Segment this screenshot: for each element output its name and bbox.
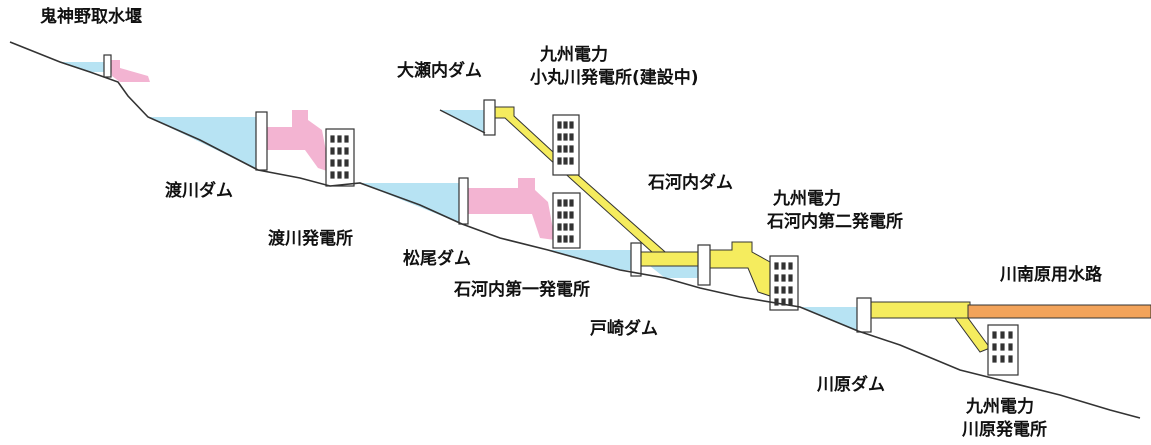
- label-watarigawa-ps: 渡川発電所: [268, 229, 353, 249]
- label-onigamino-intake-weir: 鬼神野取水堰: [40, 7, 142, 27]
- label-kyuden-komarugawa-line1: 九州電力: [540, 45, 608, 65]
- label-osenai-dam: 大瀬内ダム: [397, 61, 482, 81]
- label-kyuden-kawabaru-line1: 九州電力: [966, 397, 1034, 417]
- conduit-kawabaru-penstock: [954, 317, 991, 353]
- label-watarigawa-dam: 渡川ダム: [165, 181, 233, 201]
- ground-line: [9, 41, 1141, 419]
- dam-kawabaru: [856, 297, 872, 333]
- conduit-ishikawauchi-2: [709, 241, 771, 297]
- building-watarigawa: [325, 128, 355, 187]
- label-kyuden-ishikawauchi2-line2: 石河内第二発電所: [767, 212, 903, 232]
- conduit-kawabaru-header: [869, 301, 971, 319]
- conduit-watarigawa: [265, 110, 330, 172]
- label-matsuo-dam: 松尾ダム: [403, 249, 471, 269]
- label-kawabaru-dam: 川原ダム: [817, 375, 885, 395]
- reservoir-onigamino: [60, 62, 108, 72]
- dams: [103, 54, 872, 333]
- conduit-onigamino: [110, 60, 150, 82]
- label-kyuden-kawabaru-line2: 川原発電所: [962, 420, 1047, 440]
- label-kyuden-komarugawa-line2: 小丸川発電所(建設中): [530, 68, 699, 88]
- pink-conduits: [110, 60, 555, 240]
- dam-watarigawa: [255, 111, 268, 171]
- building-ishikawauchi-1: [552, 192, 581, 249]
- label-kyuden-ishikawauchi2-line1: 九州電力: [773, 189, 841, 209]
- conduit-ishikawauchi-1: [639, 251, 701, 267]
- reservoir-matsuo: [360, 183, 462, 224]
- label-tosaki-dam: 戸崎ダム: [590, 319, 658, 339]
- dam-ishikawauchi: [630, 242, 642, 277]
- canal-kawaminamihara: [967, 304, 1151, 319]
- reservoirs: [60, 62, 858, 331]
- conduit-matsuo: [467, 178, 555, 240]
- building-kawabaru: [987, 324, 1019, 376]
- powerhouses: [325, 114, 1019, 376]
- reservoir-watarigawa: [148, 117, 258, 170]
- building-komarugawa: [552, 114, 580, 176]
- label-ishikawauchi1-ps: 石河内第一発電所: [454, 280, 590, 300]
- reservoir-ishikawauchi: [548, 250, 636, 270]
- dam-osenai: [483, 99, 496, 136]
- dam-onigamino: [103, 54, 112, 78]
- label-ishikawauchi-dam: 石河内ダム: [648, 173, 733, 193]
- label-kawaminamihara-canal: 川南原用水路: [1000, 265, 1102, 285]
- dam-matsuo: [458, 177, 469, 225]
- osenai-ground: [439, 109, 486, 134]
- dam-tosaki: [697, 244, 711, 286]
